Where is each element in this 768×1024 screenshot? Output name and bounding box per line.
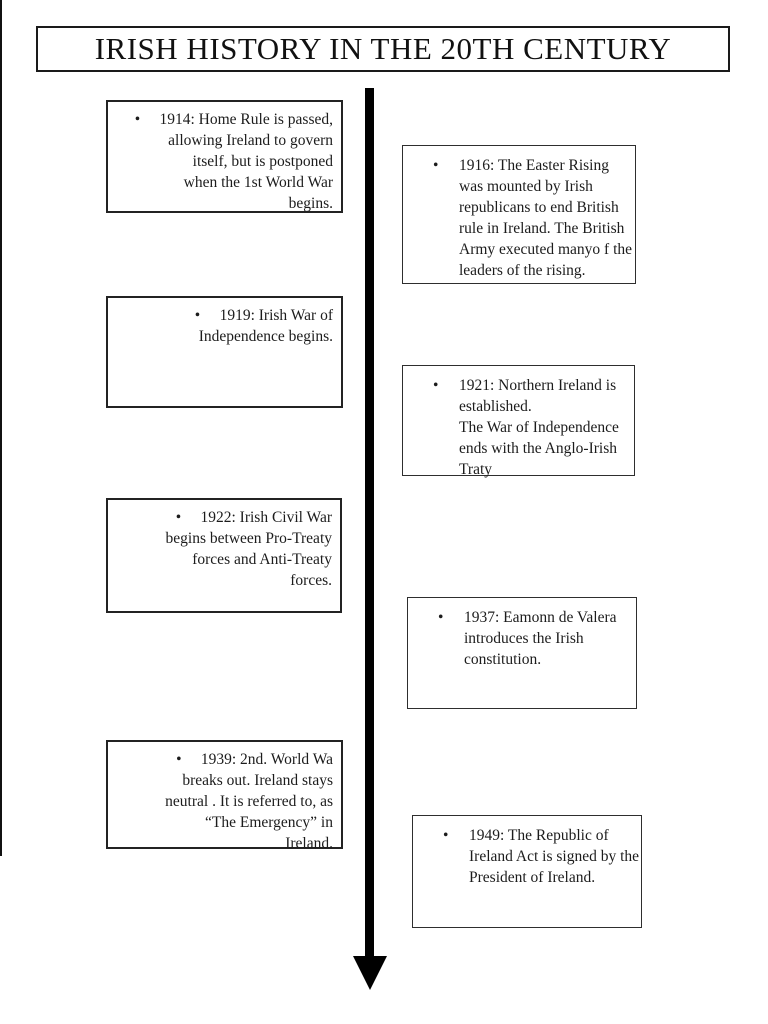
event-text-1914: • 1914: Home Rule is passed, allowing Ir…: [134, 111, 333, 212]
event-text-1921: 1921: Northern Ireland is established. T…: [459, 377, 619, 478]
page-title: IRISH HISTORY IN THE 20TH CENTURY: [94, 31, 672, 66]
bullet-icon: •: [433, 157, 439, 174]
event-text-1937: 1937: Eamonn de Valera introduces the Ir…: [464, 609, 617, 668]
event-box-1916: • 1916: The Easter Rising was mounted by…: [402, 145, 636, 284]
bullet-icon: •: [438, 609, 444, 626]
event-text-1919: • 1919: Irish War of Independence begins…: [194, 307, 333, 345]
timeline-arrow-head-icon: [353, 956, 387, 990]
bullet-icon: •: [443, 827, 449, 844]
bullet-icon: •: [433, 377, 439, 394]
event-box-1919: • 1919: Irish War of Independence begins…: [106, 296, 343, 408]
event-box-1949: • 1949: The Republic of Ireland Act is s…: [412, 815, 642, 928]
event-text-1939: • 1939: 2nd. World Wa breaks out. Irelan…: [165, 751, 333, 852]
event-text-1949: 1949: The Republic of Ireland Act is sig…: [469, 827, 640, 886]
event-box-1914: • 1914: Home Rule is passed, allowing Ir…: [106, 100, 343, 213]
event-box-1922: • 1922: Irish Civil War begins between P…: [106, 498, 342, 613]
event-text-1916: 1916: The Easter Rising was mounted by I…: [459, 157, 633, 279]
event-box-1939: • 1939: 2nd. World Wa breaks out. Irelan…: [106, 740, 343, 852]
title-box: IRISH HISTORY IN THE 20TH CENTURY: [36, 26, 730, 72]
event-text-1922: • 1922: Irish Civil War begins between P…: [165, 509, 332, 589]
timeline-arrow-line: [365, 88, 374, 957]
page-edge-line: [0, 0, 2, 856]
event-box-1937: • 1937: Eamonn de Valera introduces the …: [407, 597, 637, 709]
event-box-1921: • 1921: Northern Ireland is established.…: [402, 365, 635, 478]
